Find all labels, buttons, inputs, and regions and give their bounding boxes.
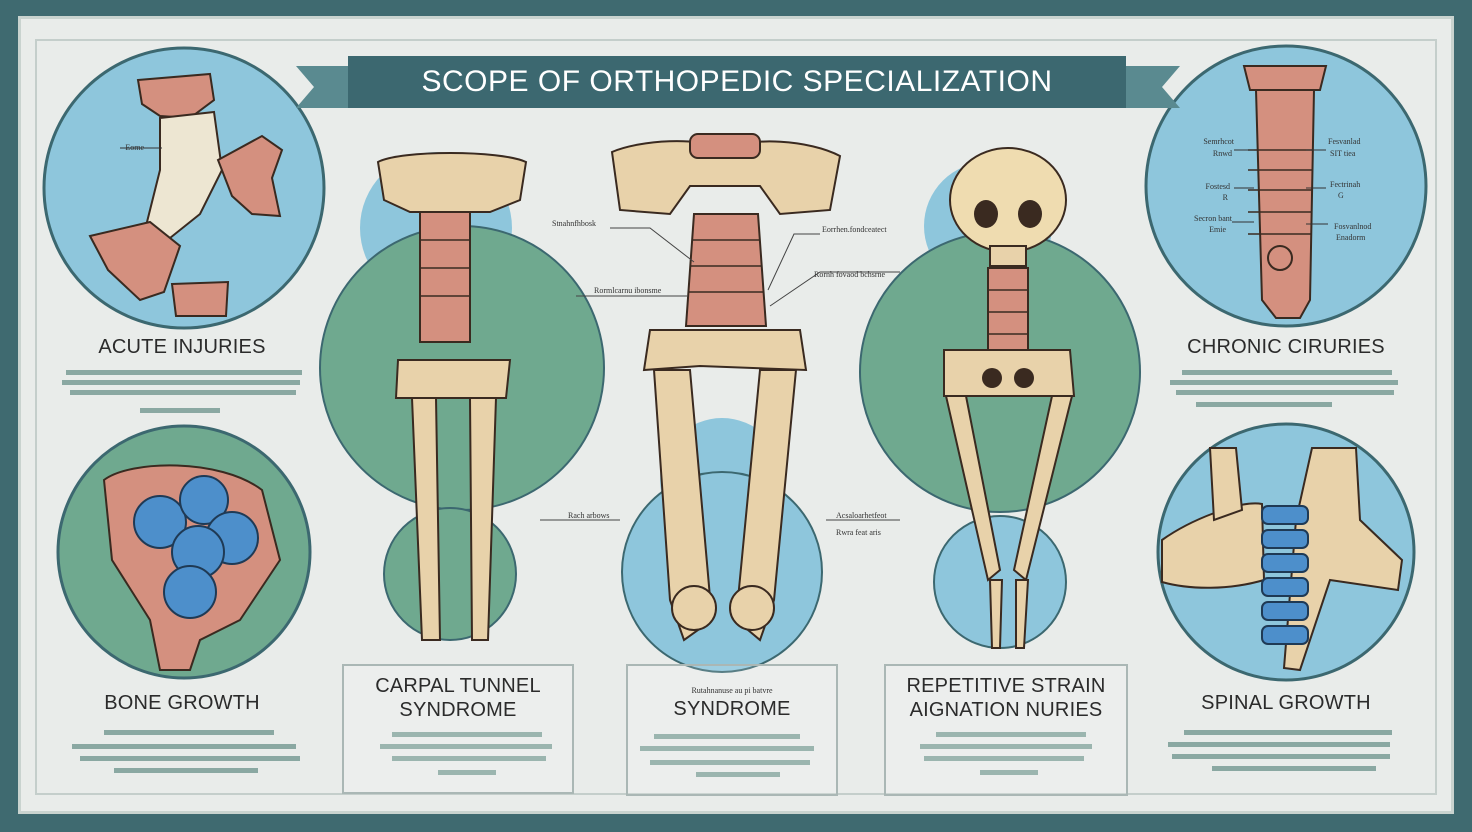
annotation-spine-left-2: Rormlcarnu ibonsme <box>594 286 662 295</box>
knee-blue-icon <box>102 464 282 671</box>
annotation-chronic-l3: Secron bant <box>1194 214 1232 223</box>
annotation-chronic-l2b: R <box>1222 193 1228 202</box>
label-spinal-growth: SPINAL GROWTH <box>1201 692 1371 714</box>
annotation-mid-right-1: Acsaloarhetfeot <box>836 511 887 520</box>
spine-femur-icon <box>610 133 842 642</box>
leader-spine-right-2 <box>769 271 900 307</box>
label-syndrome: SYNDROME <box>673 698 791 720</box>
body-copy-syndrome <box>640 734 814 777</box>
body-copy-bone-growth <box>72 730 300 773</box>
annotation-spine-left-1: Stnahnfhbosk <box>552 219 596 228</box>
annotation-chronic-r1: Fesvanlad <box>1328 137 1361 146</box>
annotation-chronic-l1b: Rnwd <box>1212 149 1232 158</box>
annotation-chronic-r2b: G <box>1338 191 1344 200</box>
label-acute-injuries: ACUTE INJURIES <box>98 336 266 358</box>
banner-ribbon-left <box>296 66 348 108</box>
label-repetitive-line2: AIGNATION NURIES <box>909 699 1103 721</box>
pelvis-leg-icon <box>376 152 528 641</box>
annotation-chronic-l1: Semrhcot <box>1203 137 1234 146</box>
label-repetitive-line1: REPETITIVE STRAIN <box>906 675 1106 697</box>
banner-ribbon-right <box>1126 66 1180 108</box>
annotation-spine-right-1: Eorrhen.fondceatect <box>822 225 887 234</box>
title-banner: SCOPE OF ORTHOPEDIC SPECIALIZATION <box>348 56 1126 108</box>
body-copy-carpal <box>380 732 552 775</box>
annotation-chronic-r2: Fectrinah <box>1330 180 1361 189</box>
spine-column-icon <box>1232 65 1328 319</box>
label-bone-growth: BONE GROWTH <box>104 692 260 714</box>
joint-blue-spine-icon <box>1161 447 1404 672</box>
body-copy-spinal-growth <box>1168 730 1392 771</box>
panel-carpal <box>342 664 574 794</box>
panel-syndrome <box>626 664 838 796</box>
panel-repetitive <box>884 664 1128 796</box>
annotation-chronic-r3b: Enadorm <box>1336 233 1366 242</box>
annotation-chronic-r1b: SIT tiea <box>1330 149 1356 158</box>
annotation-chronic-l2: Fostesd <box>1205 182 1230 191</box>
body-copy-chronic <box>1170 370 1398 407</box>
skull-skeleton-icon <box>943 147 1076 649</box>
circle-carpal-green-small <box>383 507 517 641</box>
annotation-mid-right-2: Rwra feat aris <box>836 528 881 537</box>
circle-center-blue <box>621 471 823 673</box>
annotation-acute: Eome <box>125 143 144 152</box>
body-copy-acute <box>62 370 302 413</box>
leader-spine-left-1 <box>610 227 695 263</box>
poster-title: SCOPE OF ORTHOPEDIC SPECIALIZATION <box>421 65 1053 98</box>
hip-joint-icon <box>88 72 284 317</box>
label-carpal-line1: CARPAL TUNNEL <box>375 675 541 697</box>
annotation-chronic-l3b: Emie <box>1209 225 1226 234</box>
leader-spine-right-1 <box>767 233 820 291</box>
annotation-mid-left: Rach arbows <box>568 511 610 520</box>
annotation-spine-right-2: Rornh fovaod bchsrne <box>814 270 886 279</box>
label-carpal-line2: SYNDROME <box>399 699 517 721</box>
syndrome-caption: Rutahnanuse au pi batvre <box>691 686 773 695</box>
body-copy-repetitive <box>920 732 1092 775</box>
label-chronic: CHRONIC CIRURIES <box>1187 336 1385 358</box>
annotation-chronic-r3: Fosvanlnod <box>1334 222 1372 231</box>
